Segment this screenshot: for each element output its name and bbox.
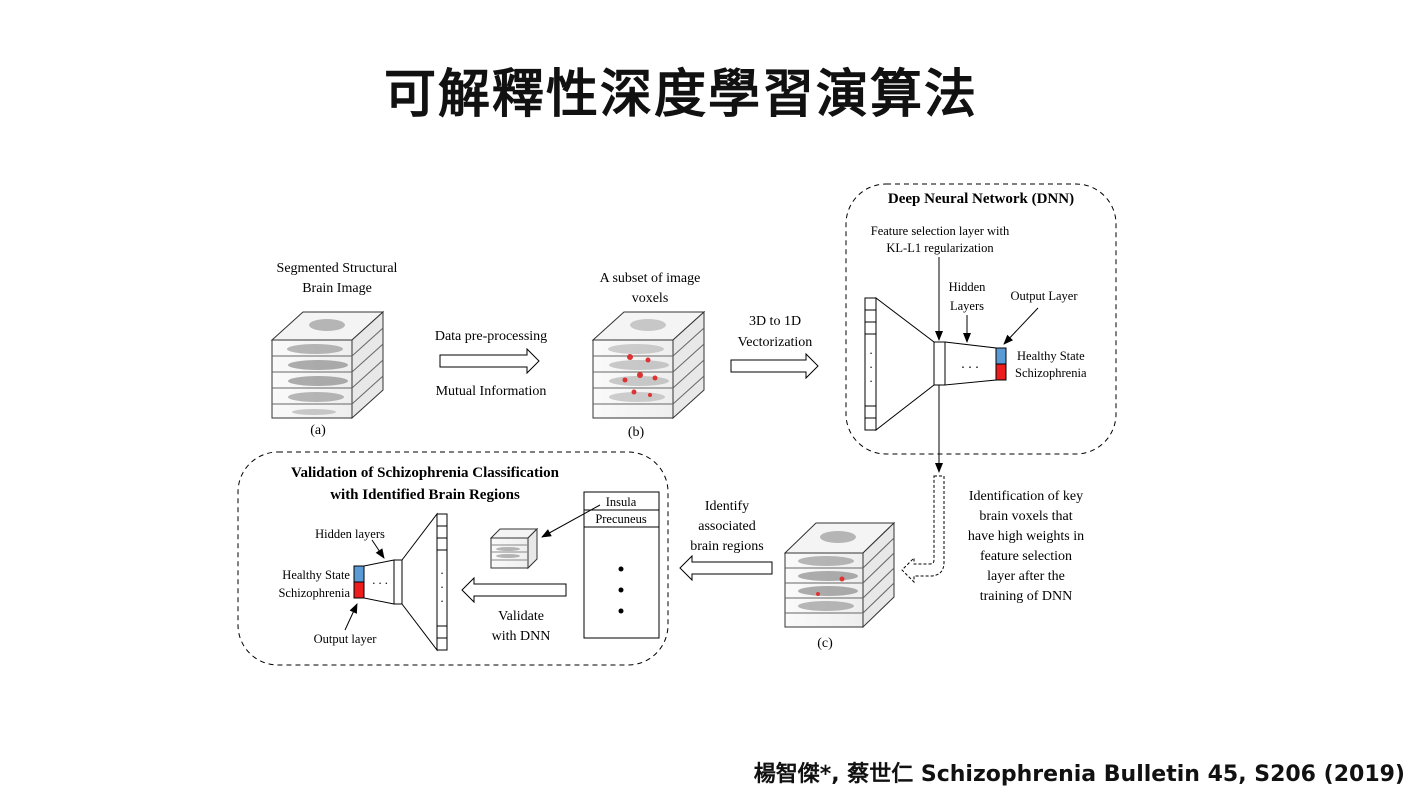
validation-first-layer	[393, 559, 403, 605]
dnn-input-vector: . . .	[864, 297, 877, 431]
svg-text:.: .	[869, 371, 872, 385]
validation-output-label: Output layer	[314, 632, 378, 646]
identify-key-line4: feature selection	[980, 549, 1072, 564]
validation-healthy-label: Healthy State	[282, 568, 350, 582]
panel-b-label-line1: A subset of image	[600, 271, 701, 286]
vectorization-line2: Vectorization	[738, 335, 813, 350]
identify-regions-step: Identify associated brain regions	[679, 499, 773, 582]
svg-text:.: .	[869, 343, 872, 357]
brain-volume-cube-a	[270, 310, 385, 420]
preprocessing-step: Data pre-processing Mutual Information	[435, 329, 547, 399]
dashed-hollow-arrow	[901, 475, 945, 584]
panel-b-caption: (b)	[628, 425, 645, 440]
brain-volume-cube-c	[783, 521, 896, 629]
identify-regions-line1: Identify	[705, 499, 749, 514]
output-node-healthy	[995, 347, 1007, 365]
panel-b: A subset of image voxels (b)	[591, 271, 706, 440]
brain-volume-cube-b	[591, 310, 706, 420]
dnn-hidden-dots: . . .	[961, 357, 979, 372]
identify-key-line2: brain voxels that	[979, 509, 1072, 524]
feature-layer-label-line1: Feature selection layer with	[871, 224, 1010, 238]
class-healthy-label: Healthy State	[1017, 349, 1085, 363]
feature-selection-layer	[933, 341, 946, 386]
panel-c: (c)	[783, 521, 896, 651]
identify-key-line1: Identification of key	[969, 489, 1083, 504]
panel-a-caption: (a)	[310, 423, 326, 438]
validation-panel: Validation of Schizophrenia Classificati…	[237, 451, 669, 666]
validation-title-line1: Validation of Schizophrenia Classificati…	[291, 465, 560, 481]
hidden-layers-label-line1: Hidden	[949, 280, 987, 294]
dnn-funnel	[875, 296, 935, 432]
svg-text:.: .	[440, 563, 443, 577]
validation-output-healthy	[353, 565, 365, 583]
dnn-panel: Deep Neural Network (DNN) Feature select…	[845, 183, 1117, 455]
feature-layer-label-line2: KL-L1 regularization	[886, 241, 994, 255]
validation-schizo-label: Schizophrenia	[278, 586, 350, 600]
dnn-dashed-box	[845, 183, 1117, 455]
citation: 楊智傑*, 蔡世仁 Schizophrenia Bulletin 45, S20…	[753, 762, 1405, 787]
validation-hidden-label: Hidden layers	[315, 527, 385, 541]
slide-title: 可解釋性深度學習演算法	[383, 65, 978, 125]
validation-hidden-dots: . . .	[372, 573, 388, 587]
validation-output-schizophrenia	[353, 581, 365, 599]
svg-text:.: .	[440, 591, 443, 605]
validation-funnel	[401, 512, 438, 652]
panel-a-label-line2: Brain Image	[302, 281, 372, 296]
svg-text:.: .	[869, 357, 872, 371]
panel-a-label-line1: Segmented Structural	[277, 261, 398, 276]
identify-key-line5: layer after the	[987, 569, 1065, 584]
hidden-layers-label-line2: Layers	[950, 299, 984, 313]
identify-regions-line3: brain regions	[690, 539, 763, 554]
vectorization-line1: 3D to 1D	[749, 314, 801, 329]
small-region-cube	[489, 527, 539, 570]
identify-key-line6: training of DNN	[980, 589, 1073, 604]
identify-key-voxels-text: Identification of key brain voxels that …	[968, 489, 1084, 604]
region-insula: Insula	[606, 495, 637, 509]
mutual-information-label: Mutual Information	[436, 384, 547, 399]
preprocessing-label: Data pre-processing	[435, 329, 547, 344]
svg-text:.: .	[440, 577, 443, 591]
hollow-arrow-right-1	[439, 347, 540, 375]
validate-line1: Validate	[498, 609, 544, 624]
output-node-schizophrenia	[995, 363, 1007, 381]
identify-regions-line2: associated	[698, 519, 756, 534]
panel-b-label-line2: voxels	[632, 291, 669, 306]
validation-dashed-box	[237, 451, 669, 666]
panel-a: Segmented Structural Brain Image (a)	[270, 261, 398, 438]
validate-step: Validate with DNN	[461, 576, 567, 644]
identify-key-line3: have high weights in	[968, 529, 1084, 544]
vectorization-step: 3D to 1D Vectorization	[730, 314, 819, 380]
class-schizophrenia-label: Schizophrenia	[1015, 366, 1087, 380]
hollow-arrow-left-2	[461, 576, 567, 604]
brain-region-list: Insula Precuneus	[583, 491, 660, 639]
validation-input-vector: . . .	[436, 513, 448, 651]
hollow-arrow-left-1	[679, 554, 773, 582]
output-layer-label: Output Layer	[1011, 289, 1079, 303]
validation-title-line2: with Identified Brain Regions	[330, 487, 520, 503]
hollow-arrow-right-2	[730, 352, 819, 380]
panel-c-caption: (c)	[817, 636, 833, 651]
validate-line2: with DNN	[492, 629, 551, 644]
region-precuneus: Precuneus	[595, 512, 647, 526]
dnn-title: Deep Neural Network (DNN)	[888, 191, 1074, 207]
